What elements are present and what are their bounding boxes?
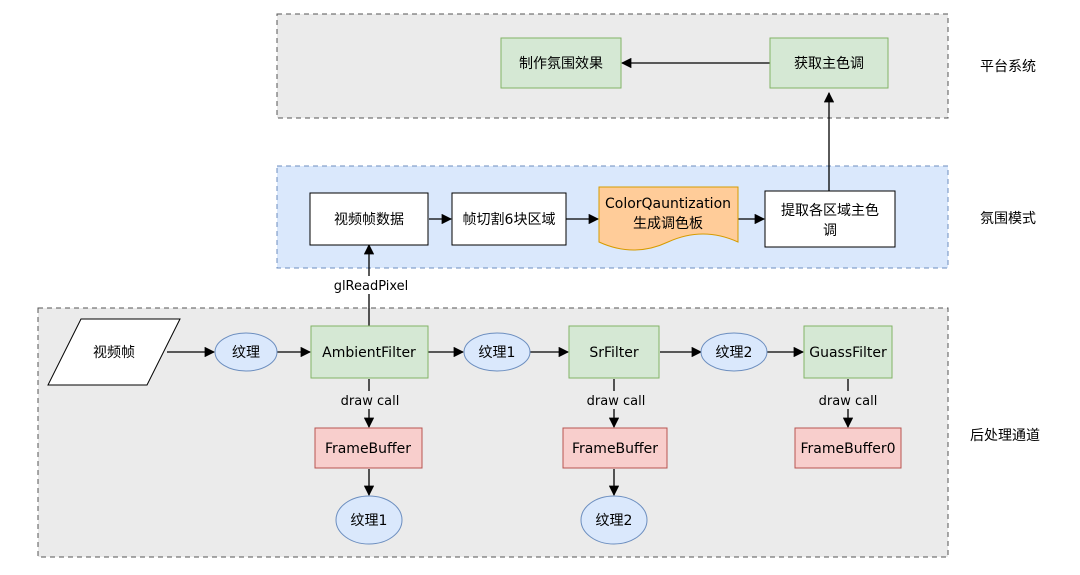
edges: [167, 57, 854, 497]
node-label: 视频帧数据: [334, 212, 404, 228]
node-framebuffer: [314, 427, 423, 469]
node-framebuffer0: [794, 427, 902, 469]
edge-label-bg: [816, 391, 880, 409]
group-label-post: 后处理通道: [970, 428, 1040, 444]
node-label: AmbientFilter: [322, 345, 416, 361]
edge-label-bg: [338, 391, 402, 409]
edge-label-draw-call: draw call: [341, 394, 400, 409]
node-label: ColorQauntization: [605, 196, 731, 212]
node-label: 纹理: [232, 345, 260, 361]
node-guass-filter: [803, 325, 893, 379]
node-framebuffer: [562, 427, 668, 469]
node-label: GuassFilter: [809, 345, 887, 361]
node-ambient-filter: [310, 325, 429, 379]
node-sr-filter: [568, 325, 660, 379]
node-video-frame-data: [309, 192, 429, 246]
node-label: FrameBuffer0: [800, 441, 895, 457]
group-label-platform: 平台系统: [980, 59, 1036, 75]
node-get-main-tone: [769, 37, 889, 89]
node-texture1-out: [335, 495, 403, 545]
node-label: 纹理1: [479, 345, 516, 361]
node-split-frame: [451, 192, 567, 246]
node-texture2-out: [580, 495, 648, 545]
node-label: 制作氛围效果: [519, 56, 603, 72]
node-label: 获取主色调: [794, 55, 864, 72]
node-label: SrFilter: [589, 345, 639, 361]
node-label: 提取各区域主色: [781, 202, 879, 219]
node-label: 纹理2: [596, 513, 633, 529]
edge-label-glreadpixel: glReadPixel: [334, 279, 409, 294]
edge-label-draw-call: draw call: [587, 394, 646, 409]
node-label: 调: [823, 223, 837, 239]
node-texture: [214, 332, 278, 372]
node-extract-tones: [764, 190, 896, 248]
node-label: 纹理1: [351, 513, 388, 529]
node-label: 生成调色板: [633, 215, 703, 232]
edge-label-draw-call: draw call: [819, 394, 878, 409]
edge-label-bg: [584, 391, 648, 409]
edge-label-bg: [331, 276, 411, 294]
node-label: FrameBuffer: [325, 441, 411, 457]
node-label: FrameBuffer: [572, 441, 658, 457]
group-label-ambient: 氛围模式: [980, 211, 1036, 227]
node-label: 纹理2: [716, 345, 753, 361]
node-video-frame: [47, 318, 181, 386]
node-color-quantization: [598, 186, 739, 251]
node-texture2: [700, 332, 768, 372]
node-label: 帧切割6块区域: [463, 211, 556, 228]
node-label: 视频帧: [93, 345, 135, 361]
node-texture1: [463, 332, 531, 372]
node-make-effect: [500, 37, 622, 89]
